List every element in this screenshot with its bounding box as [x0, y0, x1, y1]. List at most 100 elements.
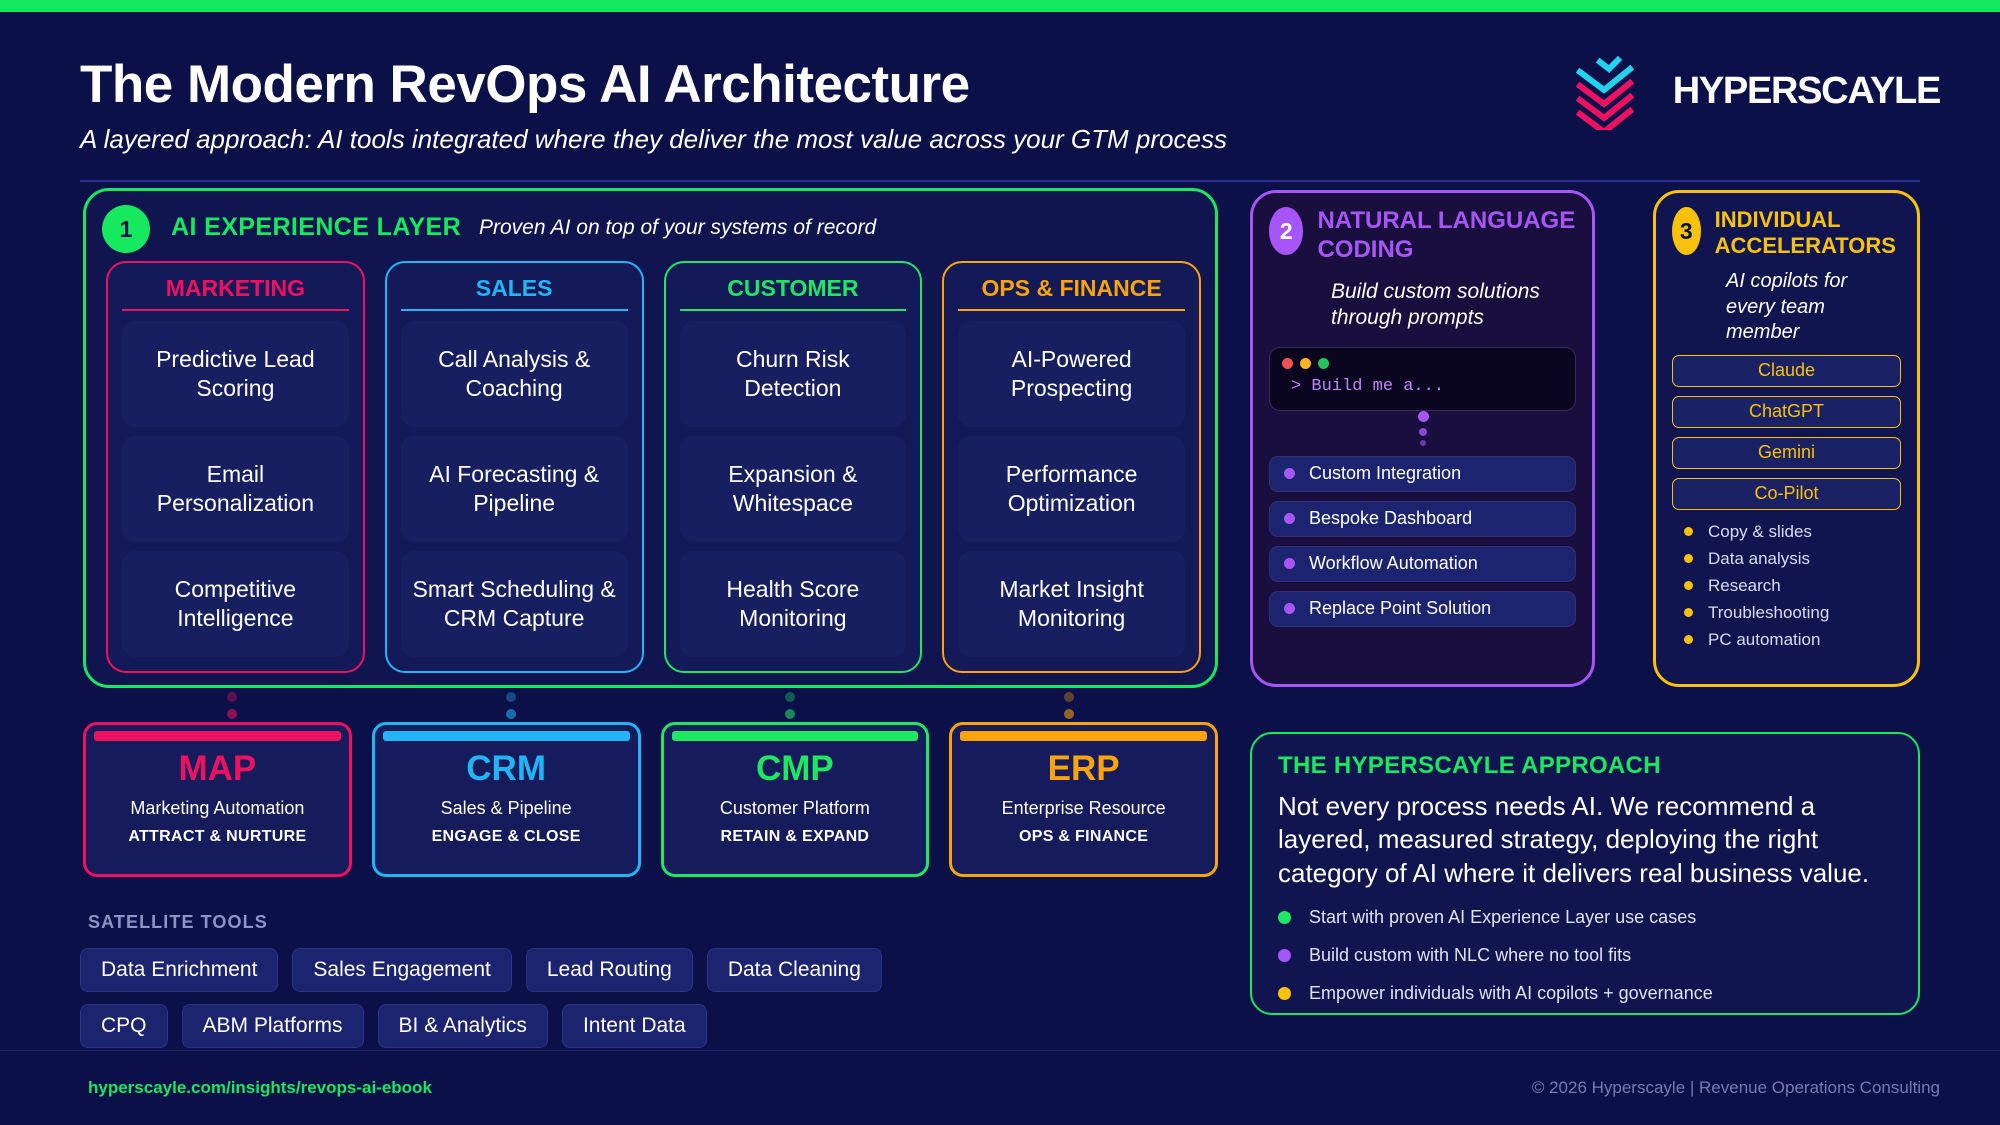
use-case-cell[interactable]: Health Score Monitoring — [679, 551, 907, 657]
use-case-cell[interactable]: Market Insight Monitoring — [958, 551, 1185, 657]
satellite-tool-chip[interactable]: Lead Routing — [525, 948, 693, 992]
ai-tool-button[interactable]: Gemini — [1672, 436, 1901, 469]
terminal-minimize-dot-icon — [1300, 357, 1311, 369]
layer-2-header: 2 NATURAL LANGUAGE CODING — [1269, 207, 1576, 265]
terminal-close-dot-icon — [1282, 357, 1293, 369]
function-column-header: SALES — [400, 275, 628, 311]
system-accent-bar — [671, 731, 919, 741]
use-case-cell[interactable]: Expansion & Whitespace — [679, 436, 907, 542]
nlc-outcome-label: Workflow Automation — [1309, 553, 1478, 574]
ai-use-case-label: Copy & slides — [1708, 521, 1812, 541]
bullet-dot-icon — [1684, 581, 1693, 591]
system-acronym: CMP — [755, 749, 834, 788]
use-case-cell[interactable]: Smart Scheduling & CRM Capture — [400, 551, 628, 657]
approach-point: Build custom with NLC where no tool fits — [1278, 945, 1892, 966]
flow-dots — [1269, 410, 1576, 447]
footer-link[interactable]: hyperscayle.com/insights/revops-ai-ebook — [88, 1078, 432, 1097]
connector-dot — [784, 692, 795, 702]
nlc-outcome-item[interactable]: Workflow Automation — [1269, 545, 1576, 582]
system-accent-bar — [94, 731, 341, 741]
bullet-dot-icon — [1278, 986, 1291, 1000]
individual-accelerators-panel: 3 INDIVIDUAL ACCELERATORS AI copilots fo… — [1653, 190, 1920, 687]
connector-dot — [784, 709, 795, 719]
connector-dot — [506, 709, 517, 719]
system-full-name: Enterprise Resource — [1001, 797, 1166, 818]
brand-name: HYPERSCAYLE — [1672, 69, 1942, 112]
satellite-tool-chip[interactable]: Intent Data — [561, 1004, 707, 1048]
function-column-header: MARKETING — [122, 275, 349, 311]
satellite-tool-chip[interactable]: Data Cleaning — [706, 948, 882, 992]
ai-tool-button[interactable]: Co-Pilot — [1672, 477, 1901, 510]
use-case-cell[interactable]: Call Analysis & Coaching — [400, 321, 628, 427]
use-case-cell[interactable]: Competitive Intelligence — [122, 551, 349, 657]
terminal-maximize-dot-icon — [1318, 357, 1329, 369]
system-acronym: MAP — [178, 749, 257, 788]
bullet-dot-icon — [1284, 603, 1295, 615]
function-column-header: CUSTOMER — [679, 275, 907, 311]
system-accent-bar — [382, 731, 630, 741]
system-full-name: Customer Platform — [719, 797, 870, 818]
ai-tool-button[interactable]: ChatGPT — [1672, 395, 1901, 428]
use-case-cell[interactable]: Predictive Lead Scoring — [122, 321, 349, 427]
stacked-chevron-logo-icon — [1575, 55, 1634, 130]
nlc-outcome-label: Replace Point Solution — [1309, 598, 1492, 619]
page-subtitle: A layered approach: AI tools integrated … — [80, 124, 1227, 154]
connector-dot — [227, 709, 238, 719]
use-case-cell[interactable]: AI Forecasting & Pipeline — [400, 436, 628, 542]
layer-3-badge: 3 — [1672, 207, 1701, 255]
satellite-tools-label: SATELLITE TOOLS — [88, 912, 268, 932]
approach-point-label: Start with proven AI Experience Layer us… — [1309, 906, 1697, 927]
satellite-tool-chip[interactable]: CPQ — [80, 1004, 168, 1048]
page-header: The Modern RevOps AI Architecture A laye… — [0, 12, 2000, 182]
nlc-outcome-item[interactable]: Bespoke Dashboard — [1269, 500, 1576, 537]
satellite-tool-chip[interactable]: ABM Platforms — [181, 1004, 364, 1048]
hyperscayle-approach-panel: THE HYPERSCAYLE APPROACH Not every proce… — [1250, 732, 1920, 1015]
use-case-cell[interactable]: Performance Optimization — [958, 436, 1185, 542]
satellite-tool-chip[interactable]: Data Enrichment — [80, 948, 279, 992]
approach-point: Start with proven AI Experience Layer us… — [1278, 907, 1892, 928]
use-case-cell[interactable]: AI-Powered Prospecting — [958, 321, 1185, 427]
connector-dot — [1063, 709, 1074, 719]
nlc-outcome-item[interactable]: Custom Integration — [1269, 455, 1576, 492]
header-divider — [80, 180, 1920, 182]
approach-title: THE HYPERSCAYLE APPROACH — [1278, 752, 1661, 779]
natural-language-coding-panel: 2 NATURAL LANGUAGE CODING Build custom s… — [1250, 190, 1595, 687]
use-case-cell[interactable]: Churn Risk Detection — [679, 321, 907, 427]
connector-dot — [1063, 692, 1074, 702]
system-full-name: Marketing Automation — [130, 797, 305, 818]
approach-point-list: Start with proven AI Experience Layer us… — [1278, 907, 1892, 1004]
terminal-window-dots — [1282, 357, 1563, 369]
layer-2-title: NATURAL LANGUAGE CODING — [1317, 207, 1576, 263]
system-acronym: ERP — [1047, 749, 1120, 788]
ai-use-case-label: Troubleshooting — [1708, 602, 1830, 622]
use-case-cell[interactable]: Email Personalization — [122, 436, 349, 542]
bullet-dot-icon — [1278, 948, 1291, 962]
system-acronym: CRM — [466, 749, 546, 788]
layer-1-subtitle: Proven AI on top of your systems of reco… — [479, 216, 877, 239]
satellite-tool-chip[interactable]: Sales Engagement — [292, 948, 512, 992]
system-stage-tag: ATTRACT & NURTURE — [128, 827, 307, 845]
layer-2-badge: 2 — [1269, 207, 1304, 255]
brand-logo: HYPERSCAYLE — [1573, 52, 1942, 130]
nlc-outcome-item[interactable]: Replace Point Solution — [1269, 590, 1576, 627]
approach-point-label: Empower individuals with AI copilots + g… — [1309, 982, 1713, 1003]
ai-tool-button[interactable]: Claude — [1672, 354, 1901, 387]
nlc-outcome-label: Bespoke Dashboard — [1309, 508, 1473, 529]
approach-body: Not every process needs AI. We recommend… — [1278, 791, 1870, 888]
flow-dot-2 — [1418, 427, 1427, 436]
satellite-tool-chip[interactable]: BI & Analytics — [377, 1004, 548, 1048]
connector-dot — [506, 692, 517, 702]
ai-use-case-item: Copy & slides — [1672, 522, 1901, 542]
bullet-dot-icon — [1684, 527, 1693, 537]
